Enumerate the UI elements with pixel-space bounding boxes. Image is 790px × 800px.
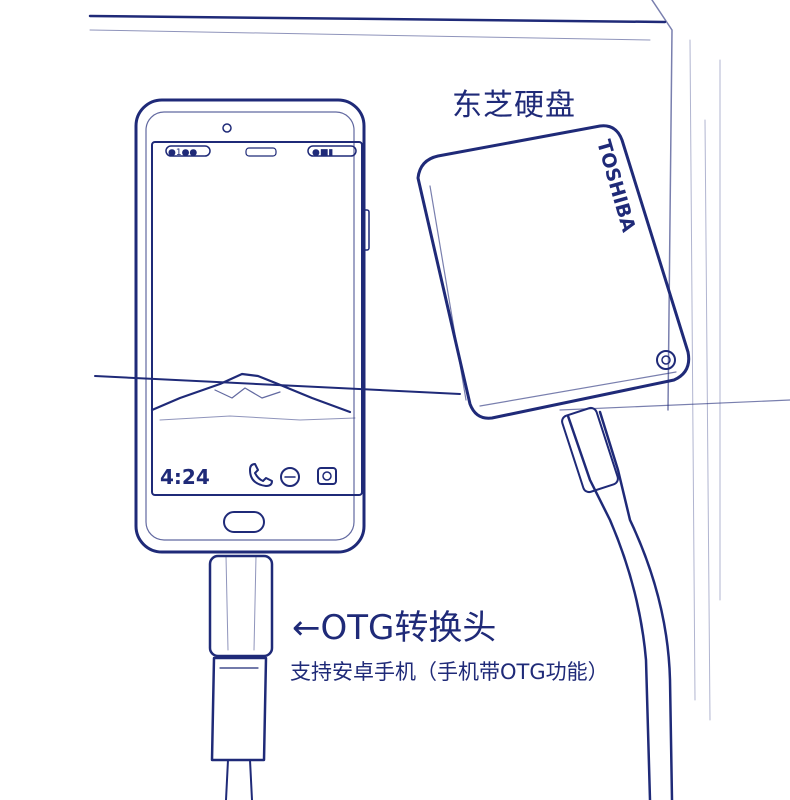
desk-front-edge xyxy=(94,375,461,395)
toshiba-logo: TOSHIBA xyxy=(592,137,639,235)
phone-body xyxy=(134,98,366,554)
message-icon xyxy=(280,467,300,487)
power-icon xyxy=(656,350,676,370)
power-button-side xyxy=(362,209,370,251)
desk-front-right xyxy=(559,399,790,411)
desk-right-edge xyxy=(651,0,673,411)
usb-cable-phone xyxy=(225,759,253,800)
status-bar-left: ●1●● xyxy=(168,148,197,158)
status-bar-right: ●■▮ xyxy=(312,148,333,158)
mountain-wallpaper xyxy=(150,372,352,414)
front-camera xyxy=(222,123,232,133)
phone-inner-bezel xyxy=(145,111,355,541)
usb-plug xyxy=(210,656,268,762)
arrow-left-icon: ← xyxy=(292,608,321,648)
support-note: 支持安卓手机（手机带OTG功能） xyxy=(290,660,609,684)
desk-far-edge xyxy=(89,29,651,41)
desk-top-edge xyxy=(88,14,667,24)
home-button-icon xyxy=(223,511,265,533)
phone-screen xyxy=(151,141,363,496)
wall-texture xyxy=(689,39,721,721)
otg-adapter xyxy=(208,554,274,658)
usb-cable-drive xyxy=(566,414,652,800)
camera-icon xyxy=(317,467,337,485)
otg-adapter-label: ←OTG转换头 xyxy=(292,600,496,649)
phone-clock: 4:24 xyxy=(160,465,210,489)
otg-adapter-text: OTG转换头 xyxy=(320,608,497,648)
phone-icon xyxy=(249,463,273,487)
drive-cable-connector xyxy=(561,406,619,494)
hard-drive-label: 东芝硬盘 xyxy=(452,88,576,123)
toshiba-hard-drive xyxy=(416,124,691,420)
